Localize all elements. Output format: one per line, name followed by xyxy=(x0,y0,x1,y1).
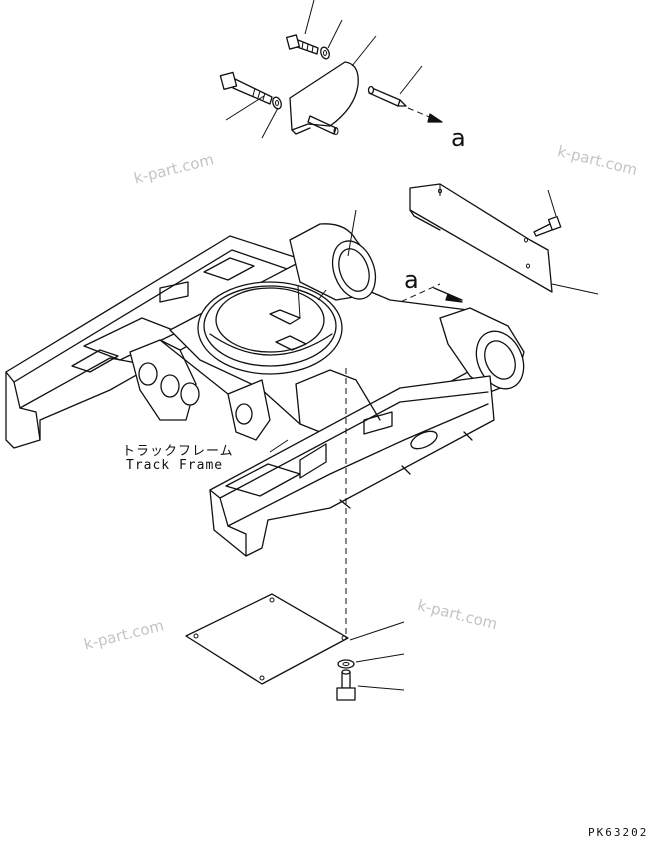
track-frame xyxy=(5,223,525,557)
pin xyxy=(367,85,407,107)
bottom-bolt xyxy=(336,669,356,701)
arrow-label-a-mid: a xyxy=(404,266,419,294)
under-cover xyxy=(185,593,349,685)
arrow-label-a-top: a xyxy=(451,124,466,152)
side-cover xyxy=(409,183,553,293)
washer-top xyxy=(320,46,330,60)
track-frame-label-jp: トラックフレーム xyxy=(122,444,234,459)
bolt-long xyxy=(219,71,273,105)
track-frame-label-en: Track Frame xyxy=(126,458,224,473)
bolt-top xyxy=(285,34,319,55)
bottom-washer xyxy=(337,659,355,669)
side-bolt xyxy=(533,215,562,237)
washer-long xyxy=(272,96,282,110)
page-code: PK63202 xyxy=(588,826,649,839)
cover-plate xyxy=(289,61,359,135)
